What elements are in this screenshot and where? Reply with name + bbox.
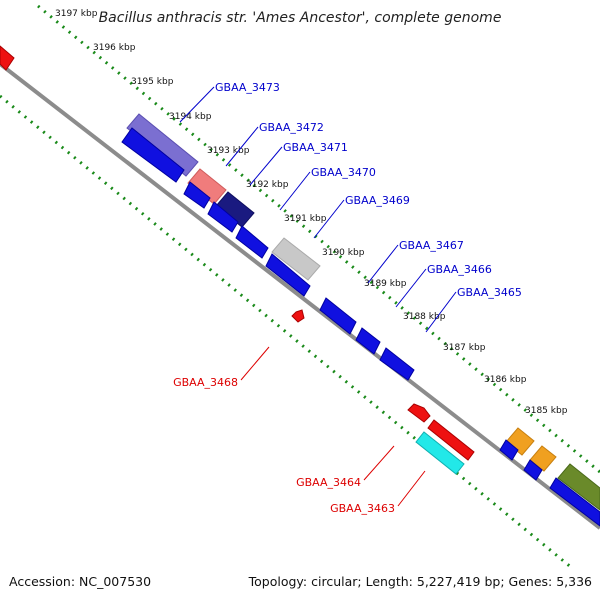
gene-label: GBAA_3465 (457, 286, 522, 299)
gene-feature-blue (183, 181, 211, 209)
gene-feature-blue (549, 477, 600, 527)
tick-track (37, 4, 600, 474)
gene-feature-blue (379, 347, 415, 381)
leader-line (395, 268, 427, 308)
gene-feature-red (407, 403, 431, 423)
gene-label: GBAA_3472 (259, 121, 324, 134)
leader-line (279, 171, 311, 211)
gene-feature-blue (523, 459, 543, 481)
gene-feature-blue (235, 225, 269, 259)
gene-feature-blue (265, 253, 311, 297)
gene-label: GBAA_3467 (399, 239, 464, 252)
map-title: Bacillus anthracis str. 'Ames Ancestor',… (99, 10, 502, 26)
tick-label: 3192 kbp (246, 180, 289, 190)
gene-label: GBAA_3463 (330, 502, 395, 515)
gene-feature-blue (319, 297, 357, 335)
gene-feature-blue (207, 201, 239, 233)
leader-line (225, 126, 259, 167)
gene-label: GBAA_3464 (296, 476, 361, 489)
tick-label: 3185 kbp (525, 406, 568, 416)
gene-label: GBAA_3473 (215, 81, 280, 94)
gene-feature-red-edge (0, 45, 15, 71)
gene-feature-orange (529, 445, 557, 472)
gene-feature-3473 (126, 113, 199, 177)
gene-label: GBAA_3471 (283, 141, 348, 154)
accession-text: Accession: NC_007530 (9, 574, 151, 589)
tick-label: 3196 kbp (93, 43, 136, 53)
gene-feature-red (427, 419, 475, 461)
leader-line (179, 86, 215, 123)
tick-label: 3191 kbp (284, 214, 327, 224)
forward-features (121, 113, 600, 527)
forward-labels: GBAA_3473 GBAA_3472 GBAA_3471 GBAA_3470 … (215, 81, 522, 299)
gene-label: GBAA_3469 (345, 194, 410, 207)
tick-label: 3186 kbp (484, 375, 527, 385)
leader-line (313, 199, 345, 239)
gene-feature-orange (505, 427, 535, 456)
gene-feature-blue (355, 327, 381, 355)
gene-label: GBAA_3466 (427, 263, 492, 276)
reverse-leader-lines (240, 346, 426, 507)
leader-line (397, 470, 426, 507)
inner-dotted-track (0, 94, 573, 570)
tick-label: 3193 kbp (207, 146, 250, 156)
tick-labels: 3197 kbp 3196 kbp 3195 kbp 3194 kbp 3193… (55, 9, 568, 416)
gene-feature-3465 (557, 463, 600, 511)
tick-label: 3195 kbp (131, 77, 174, 87)
tick-label: 3194 kbp (169, 112, 212, 122)
reverse-labels: GBAA_3468 GBAA_3464 GBAA_3463 (173, 376, 395, 515)
leader-line (249, 146, 283, 186)
reverse-features (0, 45, 475, 475)
genome-summary-text: Topology: circular; Length: 5,227,419 bp… (248, 574, 592, 589)
forward-leader-lines (179, 86, 457, 333)
tick-label: 3197 kbp (55, 9, 98, 19)
gene-feature-3469 (271, 237, 321, 281)
leader-line (425, 291, 457, 333)
tick-label: 3188 kbp (403, 312, 446, 322)
leader-line (367, 244, 399, 284)
tick-label: 3190 kbp (322, 248, 365, 258)
gene-label: GBAA_3470 (311, 166, 376, 179)
gene-feature-3463 (415, 431, 465, 475)
leader-line (240, 346, 270, 381)
gene-feature-blue (121, 127, 185, 183)
genome-backbone (0, 62, 600, 530)
leader-line (363, 445, 395, 481)
tick-label: 3187 kbp (443, 343, 486, 353)
gene-label: GBAA_3468 (173, 376, 238, 389)
gene-feature-blue (499, 439, 519, 461)
gene-feature-3468 (291, 309, 305, 323)
tick-label: 3189 kbp (364, 279, 407, 289)
